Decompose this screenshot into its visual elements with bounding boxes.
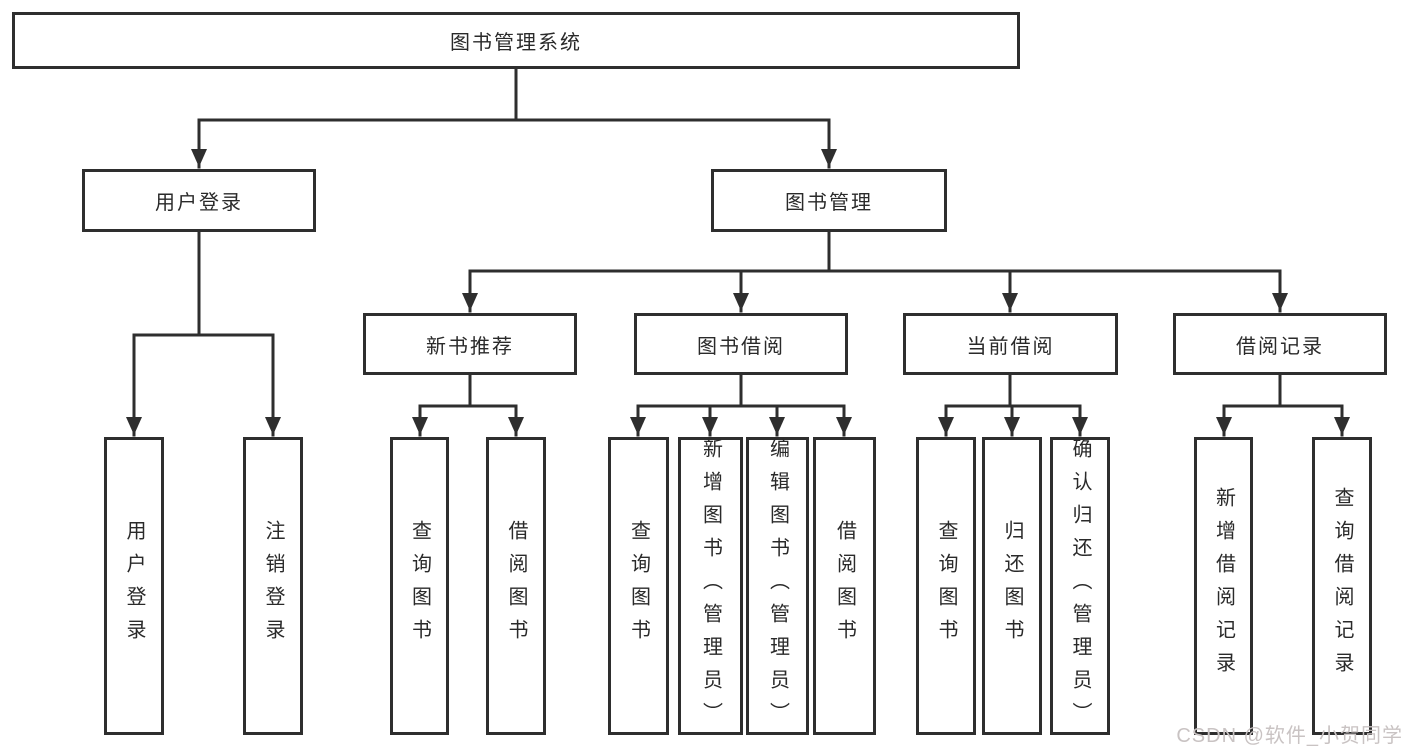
node-book-borrowing: 图书借阅 bbox=[634, 313, 848, 375]
node-library-management-system: 图书管理系统 bbox=[12, 12, 1020, 69]
leaf-label: 查询图书 bbox=[935, 520, 957, 652]
leaf-logout: 注销登录 bbox=[243, 437, 303, 735]
leaf-label: 注销登录 bbox=[262, 520, 284, 652]
leaf-label: 借阅图书 bbox=[505, 520, 527, 652]
leaf-label: 新增借阅记录 bbox=[1212, 487, 1235, 685]
leaf-borrow-books-recommend: 借阅图书 bbox=[486, 437, 546, 735]
leaf-query-books-current: 查询图书 bbox=[916, 437, 976, 735]
leaf-add-borrow-record: 新增借阅记录 bbox=[1194, 437, 1253, 735]
node-label: 图书管理 bbox=[785, 192, 873, 214]
csdn-watermark: CSDN @软件_小贺同学 bbox=[1176, 725, 1403, 747]
leaf-label: 借阅图书 bbox=[833, 520, 856, 652]
leaf-edit-books-admin: 编辑图书（管理员） bbox=[746, 437, 809, 735]
node-label: 用户登录 bbox=[155, 192, 243, 214]
node-current-borrowing: 当前借阅 bbox=[903, 313, 1118, 375]
node-label: 新书推荐 bbox=[426, 335, 514, 358]
leaf-query-books-recommend: 查询图书 bbox=[390, 437, 449, 735]
node-label: 当前借阅 bbox=[966, 335, 1055, 358]
leaf-return-books: 归还图书 bbox=[982, 437, 1042, 735]
leaf-label: 查询图书 bbox=[408, 520, 431, 652]
leaf-label: 用户登录 bbox=[123, 520, 145, 652]
leaf-query-books-borrowing: 查询图书 bbox=[608, 437, 669, 735]
node-user-login: 用户登录 bbox=[82, 169, 316, 232]
leaf-borrow-books: 借阅图书 bbox=[813, 437, 876, 735]
leaf-confirm-return-admin: 确认归还（管理员） bbox=[1050, 437, 1110, 735]
node-label: 借阅记录 bbox=[1236, 335, 1324, 358]
leaf-label: 编辑图书（管理员） bbox=[766, 437, 789, 735]
node-label: 图书管理系统 bbox=[450, 32, 582, 54]
leaf-label: 查询图书 bbox=[627, 520, 650, 652]
leaf-query-borrow-record: 查询借阅记录 bbox=[1312, 437, 1372, 735]
leaf-label: 归还图书 bbox=[1001, 520, 1023, 652]
leaf-add-books-admin: 新增图书（管理员） bbox=[678, 437, 743, 735]
node-label: 图书借阅 bbox=[697, 335, 785, 358]
node-borrowing-records: 借阅记录 bbox=[1173, 313, 1387, 375]
leaf-user-login: 用户登录 bbox=[104, 437, 164, 735]
node-new-book-recommend: 新书推荐 bbox=[363, 313, 577, 375]
leaf-label: 确认归还（管理员） bbox=[1069, 437, 1091, 735]
node-book-management: 图书管理 bbox=[711, 169, 947, 232]
leaf-label: 查询借阅记录 bbox=[1331, 487, 1353, 685]
leaf-label: 新增图书（管理员） bbox=[699, 437, 722, 735]
